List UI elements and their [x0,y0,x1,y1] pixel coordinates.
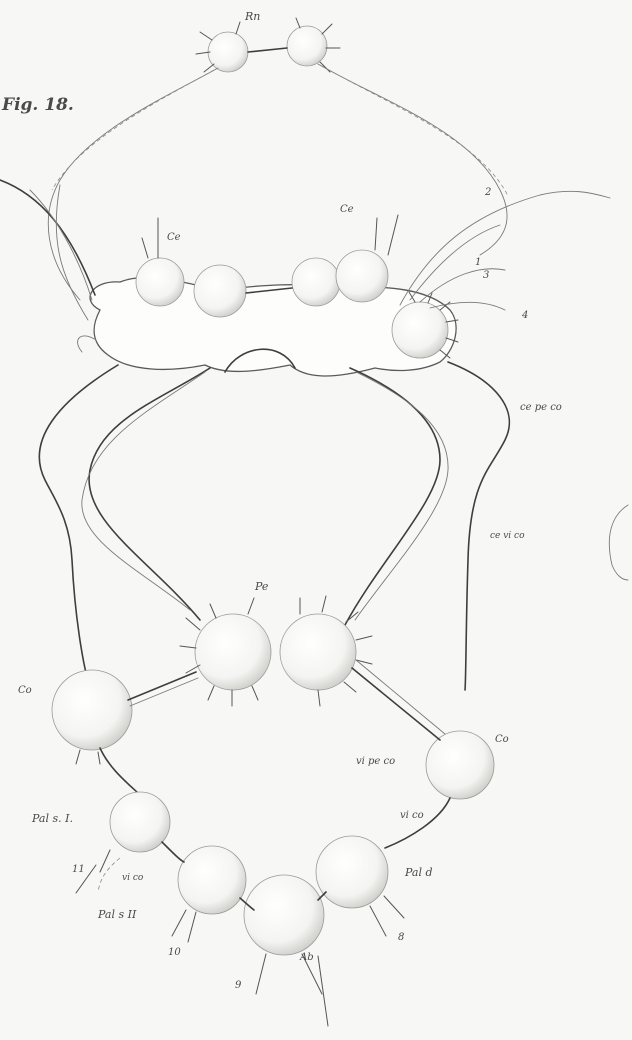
label-ce-vi-co: ce vi co [490,531,525,541]
label-co-left: Co [18,685,32,696]
label-ce-left: Ce [167,232,181,243]
label-rn: Rn [244,10,260,23]
label-pal-s-i: Pal s. I. [31,812,73,825]
label-pe: Pe [254,580,269,593]
label-n10: 10 [168,947,181,958]
label-n4: 4 [521,310,528,321]
rhinophore-ganglia [48,18,508,300]
label-vi-pe-co: vi pe co [356,756,395,767]
label-vi-co-left: vi co [122,873,144,883]
cerebral-ganglion-mass [0,180,610,376]
label-co-right: Co [495,734,509,745]
label-n11: 11 [72,864,85,875]
label-n3: 3 [483,270,489,281]
label-ce-right: Ce [340,204,354,215]
edge-fragment [609,505,628,580]
label-ce-pe-co: ce pe co [520,402,562,413]
label-pal-d: Pal d [404,866,433,879]
label-n2: 2 [484,187,491,198]
label-n9: 9 [235,980,242,991]
label-ab: Ab [299,952,314,963]
label-pal-s-ii: Pal s II [97,908,137,921]
label-n1: 1 [475,257,481,268]
label-vi-co-right: vi co [400,810,424,821]
connectives [39,349,509,690]
pedal-ganglia [180,596,372,706]
visceral-loop [52,660,494,1026]
labels: Fig. 18. Rn Ce Ce 2 1 3 4 ce pe co ce vi… [1,10,562,991]
label-n8: 8 [398,932,404,943]
figure-title: Fig. 18. [1,95,74,115]
